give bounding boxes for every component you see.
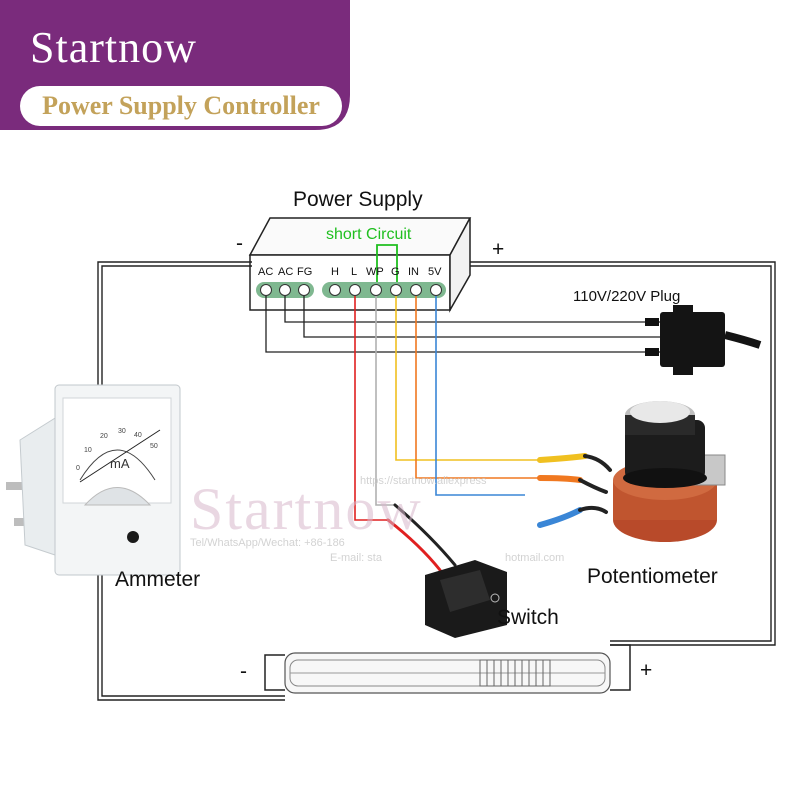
power-supply-plus: + <box>492 238 505 261</box>
watermark-email: E-mail: sta <box>330 552 382 564</box>
watermark-email-tail: hotmail.com <box>505 552 565 564</box>
switch-leads <box>386 503 457 572</box>
terminal-in: IN <box>408 266 419 278</box>
banner-subtitle: Power Supply Controller <box>42 91 320 120</box>
ac-wires <box>265 296 660 353</box>
short-circuit-label: short Circuit <box>326 226 412 243</box>
terminal-5v: 5V <box>428 266 442 278</box>
terminal-wp: WP <box>366 266 384 278</box>
power-supply-minus: - <box>236 232 243 255</box>
switch-label: Switch <box>497 606 559 629</box>
brand-logo-text: Startnow <box>30 23 197 72</box>
banner-graphic <box>0 0 350 130</box>
watermark-brand: Startnow <box>190 476 423 542</box>
ammeter-graphic <box>6 384 181 576</box>
terminal-h: H <box>331 266 339 278</box>
scale-0: 0 <box>76 465 80 472</box>
ammeter-scale: 0 10 20 30 40 50 mA <box>76 428 158 472</box>
tube-plus: + <box>640 659 653 682</box>
short-circuit-link <box>376 244 398 290</box>
terminal-l: L <box>351 266 358 278</box>
potentiometer-graphic <box>613 401 726 542</box>
scale-50: 50 <box>150 443 158 450</box>
terminal-ac-1: AC <box>258 266 274 278</box>
circuit-loop <box>97 261 776 701</box>
laser-tube-graphic <box>264 644 631 694</box>
ammeter-unit: mA <box>110 456 130 471</box>
signal-wires <box>354 296 540 521</box>
watermark-contact: Tel/WhatsApp/Wechat: +86-186 <box>190 537 345 549</box>
potentiometer-leads <box>537 453 612 528</box>
power-supply-title: Power Supply <box>293 188 423 211</box>
ammeter-label: Ammeter <box>115 568 201 591</box>
scale-40: 40 <box>134 432 142 439</box>
watermark-url: https://startnow.aliexpress <box>360 475 487 487</box>
plug-label: 110V/220V Plug <box>573 288 681 305</box>
scale-20: 20 <box>100 433 108 440</box>
potentiometer-label: Potentiometer <box>587 565 718 588</box>
scale-30: 30 <box>118 428 126 435</box>
terminal-ac-2: AC <box>278 266 294 278</box>
terminal-strip-ac <box>256 282 314 298</box>
tube-minus: - <box>240 660 247 683</box>
plug-graphic <box>645 305 762 375</box>
terminal-g: G <box>391 266 400 278</box>
switch-graphic <box>425 560 507 638</box>
terminal-fg: FG <box>297 266 313 278</box>
scale-10: 10 <box>84 447 92 454</box>
terminal-strip-signal <box>322 282 446 298</box>
